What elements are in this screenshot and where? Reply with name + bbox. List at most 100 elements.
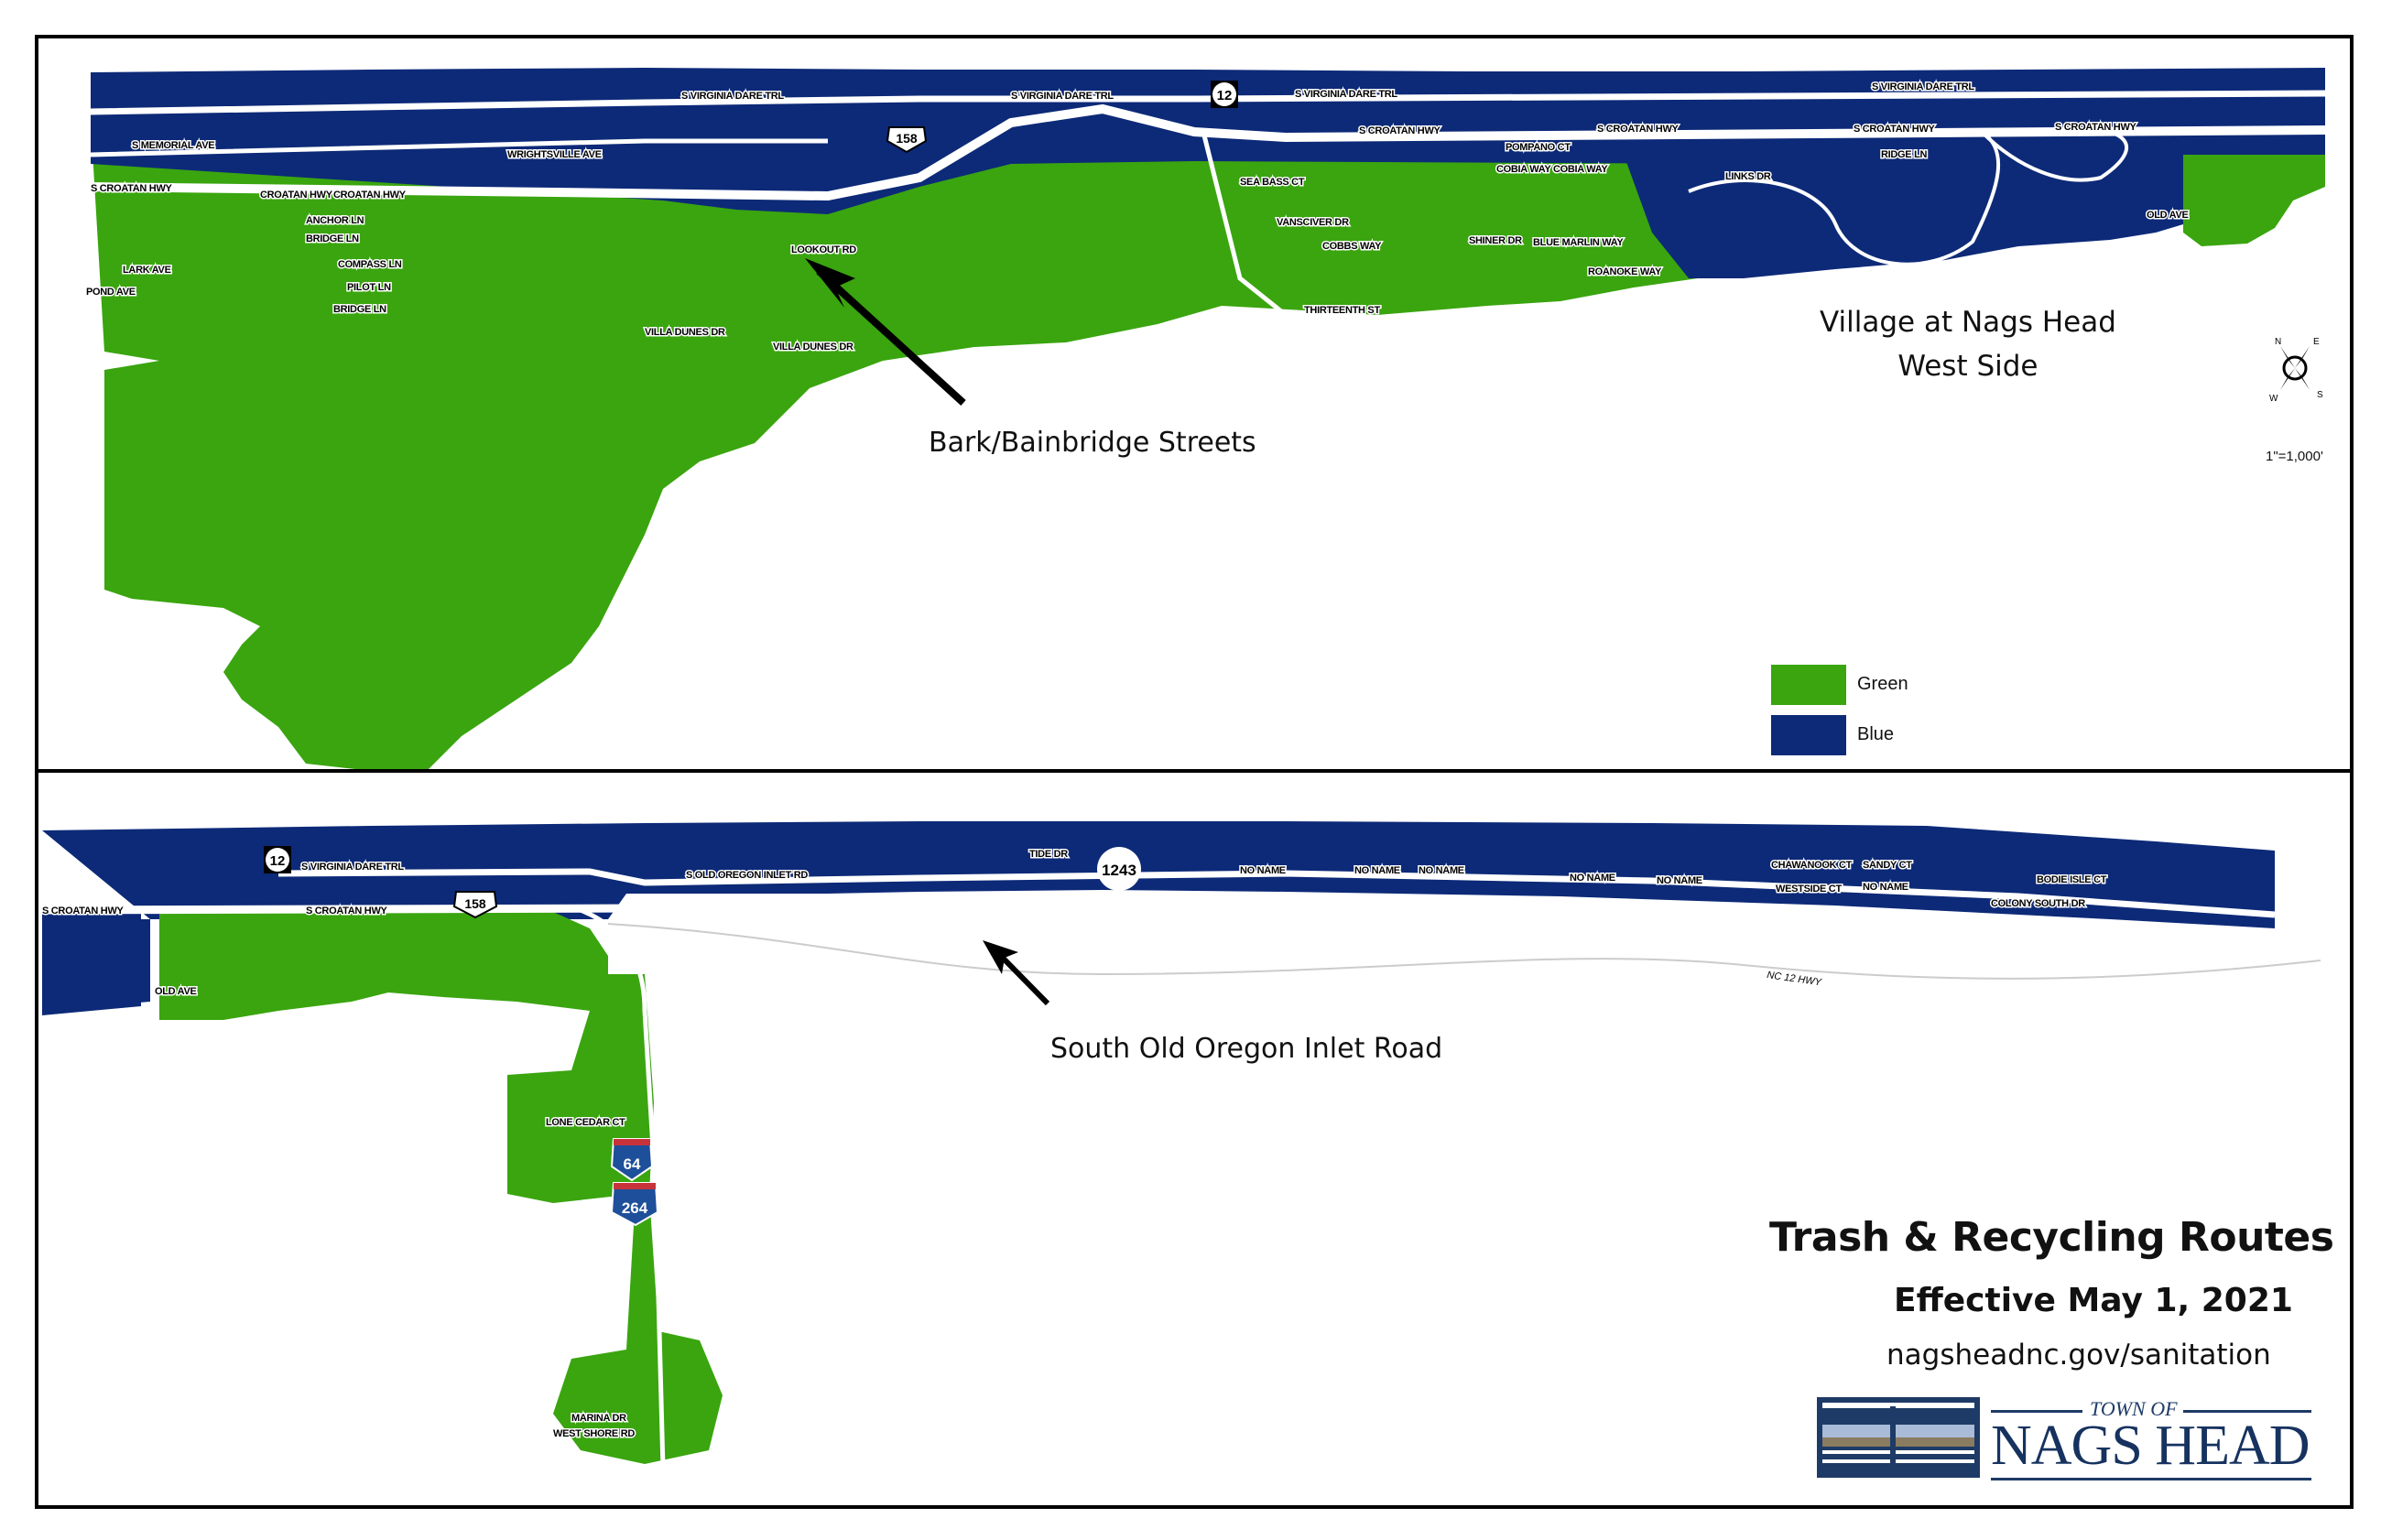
svg-text:CROATAN HWY: CROATAN HWY bbox=[260, 190, 333, 201]
svg-text:S OLD OREGON INLET RD: S OLD OREGON INLET RD bbox=[686, 870, 808, 881]
street-labels-south: S CROATAN HWY S CROATAN HWY S VIRGINIA D… bbox=[41, 848, 2109, 1441]
svg-text:12: 12 bbox=[270, 853, 286, 869]
svg-text:W: W bbox=[2269, 394, 2278, 404]
map-panel-north: S MEMORIAL AVE S CROATAN HWY CROATAN HWY… bbox=[35, 35, 2354, 773]
svg-text:S CROATAN HWY: S CROATAN HWY bbox=[2055, 122, 2137, 133]
svg-text:COMPASS LN: COMPASS LN bbox=[338, 259, 402, 270]
svg-text:WESTSIDE CT: WESTSIDE CT bbox=[1776, 884, 1842, 895]
effective-date: Effective May 1, 2021 bbox=[1894, 1282, 2293, 1319]
svg-text:COLONY SOUTH DR: COLONY SOUTH DR bbox=[1991, 898, 2085, 909]
svg-text:MARINA DR: MARINA DR bbox=[571, 1413, 626, 1424]
legend-item-green: Green bbox=[1771, 659, 1908, 710]
map-legend: Green Blue bbox=[1771, 659, 1908, 760]
svg-text:S VIRGINIA DARE TRL: S VIRGINIA DARE TRL bbox=[1295, 89, 1397, 100]
svg-text:RIDGE LN: RIDGE LN bbox=[1881, 149, 1928, 160]
svg-text:OLD AVE: OLD AVE bbox=[155, 986, 197, 997]
svg-text:SHINER DR: SHINER DR bbox=[1469, 235, 1522, 246]
svg-text:VANSCIVER DR: VANSCIVER DR bbox=[1277, 217, 1349, 228]
svg-text:NO NAME: NO NAME bbox=[1354, 865, 1400, 876]
svg-text:264: 264 bbox=[622, 1199, 648, 1217]
logo-rule-right bbox=[2183, 1410, 2311, 1413]
svg-text:THIRTEENTH ST: THIRTEENTH ST bbox=[1304, 305, 1380, 316]
area-title-line1: Village at Nags Head bbox=[1820, 306, 2116, 339]
svg-text:E: E bbox=[2313, 337, 2320, 347]
svg-text:LONE CEDAR CT: LONE CEDAR CT bbox=[546, 1117, 625, 1128]
website-url: nagsheadnc.gov/sanitation bbox=[1886, 1339, 2271, 1372]
svg-text:S: S bbox=[2317, 390, 2323, 400]
svg-text:LOOKOUT RD: LOOKOUT RD bbox=[791, 244, 856, 255]
logo-rule-bottom bbox=[1991, 1478, 2311, 1480]
logo-rule-left bbox=[1991, 1410, 2082, 1413]
area-title-village: Village at Nags Head West Side bbox=[1820, 300, 2116, 388]
svg-text:OLD AVE: OLD AVE bbox=[2147, 210, 2189, 221]
nc-12-shield-south: 12 bbox=[264, 846, 291, 873]
svg-text:S VIRGINIA DARE TRL: S VIRGINIA DARE TRL bbox=[681, 91, 784, 102]
logo-town-of: TOWN OF bbox=[2090, 1397, 2178, 1420]
route-map-north: S MEMORIAL AVE S CROATAN HWY CROATAN HWY… bbox=[85, 68, 2326, 769]
svg-text:PILOT LN: PILOT LN bbox=[347, 282, 391, 293]
svg-text:158: 158 bbox=[464, 896, 486, 911]
road-network bbox=[90, 90, 2326, 317]
svg-text:ANCHOR LN: ANCHOR LN bbox=[306, 215, 364, 226]
svg-text:S CROATAN HWY: S CROATAN HWY bbox=[91, 183, 173, 194]
svg-text:1243: 1243 bbox=[1102, 862, 1136, 879]
logo-deck-icon bbox=[1817, 1397, 1980, 1478]
blue-route-area-southwest bbox=[42, 910, 141, 1015]
green-route-area-south bbox=[159, 908, 608, 1020]
annotation-bark-bainbridge: Bark/Bainbridge Streets bbox=[929, 427, 1256, 459]
svg-text:S MEMORIAL AVE: S MEMORIAL AVE bbox=[132, 140, 214, 151]
svg-text:S CROATAN HWY: S CROATAN HWY bbox=[1854, 124, 1936, 135]
svg-text:S CROATAN HWY: S CROATAN HWY bbox=[1359, 125, 1441, 136]
blue-route-area-south-strip bbox=[42, 821, 2275, 1011]
nc12-highway-label: NC 12 HWY bbox=[1767, 970, 1823, 988]
legend-swatch-green bbox=[1771, 664, 1846, 705]
nc-12-shield: 12 bbox=[1211, 81, 1238, 108]
svg-text:CROATAN HWY: CROATAN HWY bbox=[333, 190, 407, 201]
blue-route-area-village bbox=[1615, 132, 2247, 278]
us-158-shield: 158 bbox=[886, 126, 928, 154]
svg-text:CHAWANOOK CT: CHAWANOOK CT bbox=[1771, 860, 1853, 871]
svg-text:LINKS DR: LINKS DR bbox=[1725, 171, 1771, 182]
svg-text:ROANOKE WAY: ROANOKE WAY bbox=[1588, 266, 1662, 277]
svg-text:S CROATAN HWY: S CROATAN HWY bbox=[1597, 124, 1680, 135]
svg-text:NO NAME: NO NAME bbox=[1657, 875, 1702, 886]
svg-text:NO NAME: NO NAME bbox=[1863, 882, 1908, 893]
svg-text:LARK AVE: LARK AVE bbox=[123, 265, 171, 276]
green-route-area bbox=[91, 121, 1707, 769]
interstate-264-shield: 264 bbox=[610, 1182, 659, 1227]
svg-text:BRIDGE LN: BRIDGE LN bbox=[333, 304, 386, 315]
legend-label-green: Green bbox=[1857, 674, 1908, 694]
svg-text:12: 12 bbox=[1217, 88, 1233, 103]
svg-text:COBBS WAY: COBBS WAY bbox=[1322, 241, 1382, 252]
annotation-arrow-oregon bbox=[983, 940, 1050, 1006]
svg-text:VILLA DUNES DR: VILLA DUNES DR bbox=[645, 327, 725, 338]
svg-text:SEA BASS CT: SEA BASS CT bbox=[1240, 177, 1305, 188]
svg-text:BLUE MARLIN WAY: BLUE MARLIN WAY bbox=[1533, 237, 1624, 248]
svg-text:POND AVE: POND AVE bbox=[86, 287, 136, 298]
town-logo: TOWN OF NAGS HEAD bbox=[1817, 1395, 2330, 1487]
annotation-south-old-oregon-inlet: South Old Oregon Inlet Road bbox=[1050, 1033, 1443, 1065]
compass-rose-icon: N E S W bbox=[2269, 337, 2323, 404]
annotation-arrow-bark bbox=[805, 258, 966, 406]
green-route-area-east bbox=[2183, 155, 2325, 246]
svg-text:SANDY CT: SANDY CT bbox=[1863, 860, 1912, 871]
svg-text:WRIGHTSVILLE AVE: WRIGHTSVILLE AVE bbox=[507, 149, 602, 160]
svg-text:S VIRGINIA DARE TRL: S VIRGINIA DARE TRL bbox=[301, 862, 404, 873]
svg-text:BRIDGE LN: BRIDGE LN bbox=[306, 233, 359, 244]
svg-text:WEST SHORE RD: WEST SHORE RD bbox=[553, 1428, 635, 1439]
interstate-64-shield: 64 bbox=[610, 1138, 654, 1182]
svg-text:S VIRGINIA DARE TRL: S VIRGINIA DARE TRL bbox=[1011, 91, 1114, 102]
green-route-area-corridor bbox=[507, 974, 723, 1464]
nc12-highway-line bbox=[607, 923, 2321, 980]
svg-text:TIDE DR: TIDE DR bbox=[1029, 849, 1068, 860]
route-map-south: NC 12 HWY S CROATAN HWY S CROATAN HWY S … bbox=[41, 821, 2321, 1470]
svg-text:S VIRGINIA DARE TRL: S VIRGINIA DARE TRL bbox=[1872, 81, 1974, 92]
page-title: Trash & Recycling Routes bbox=[1769, 1214, 2334, 1261]
legend-item-blue: Blue bbox=[1771, 710, 1908, 760]
svg-text:NO NAME: NO NAME bbox=[1570, 873, 1615, 884]
svg-text:NO NAME: NO NAME bbox=[1240, 865, 1286, 876]
svg-text:NO NAME: NO NAME bbox=[1419, 865, 1464, 876]
legend-label-blue: Blue bbox=[1857, 724, 1895, 744]
sr-1243-shield: 1243 bbox=[1097, 847, 1141, 891]
svg-text:BODIE ISLE CT: BODIE ISLE CT bbox=[2037, 874, 2107, 885]
